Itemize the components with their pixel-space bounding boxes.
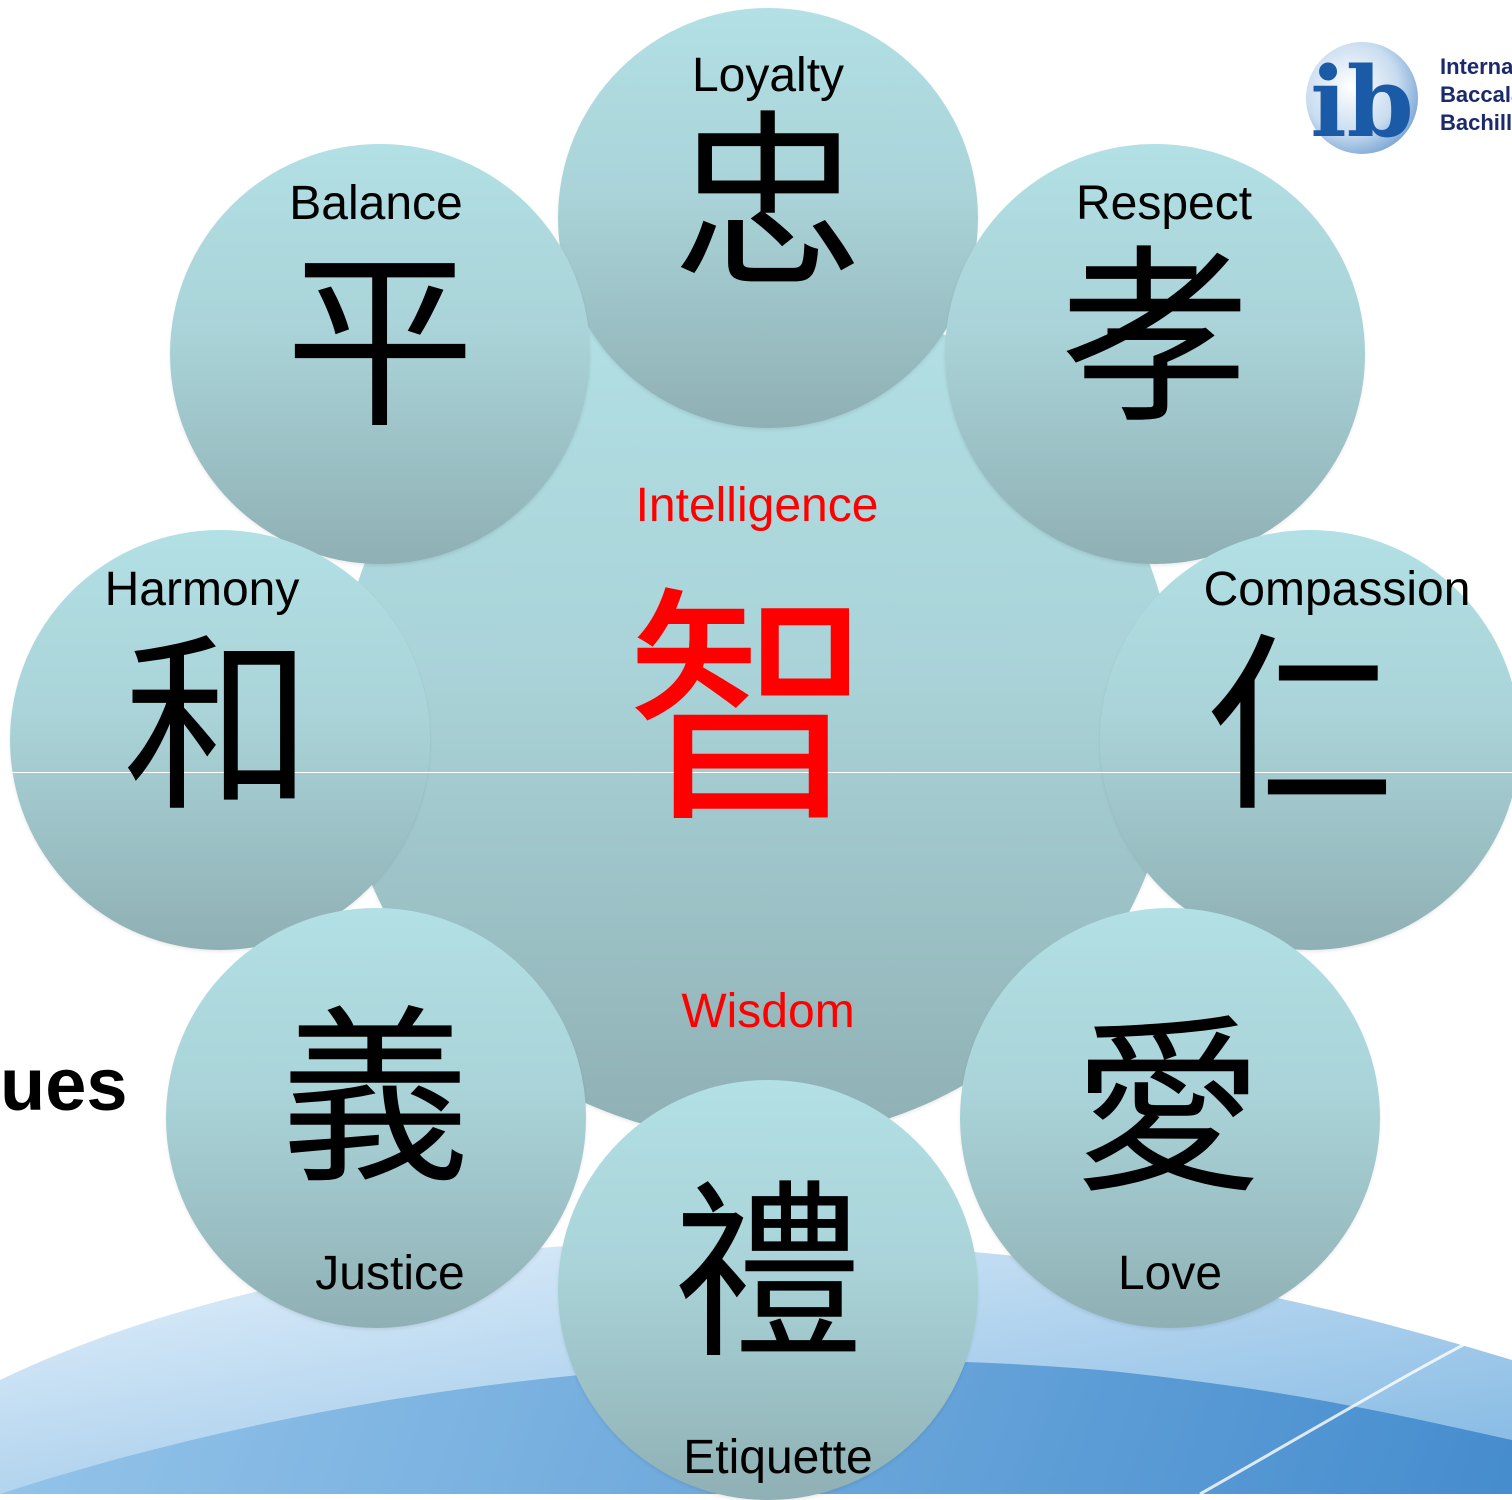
glyph-etiquette: 禮 <box>672 1164 864 1385</box>
divider-line <box>0 772 1512 773</box>
circle-loyalty <box>558 8 978 428</box>
ib-logo-mark: ib <box>1310 46 1414 159</box>
glyph-harmony: 和 <box>122 617 314 838</box>
label-balance: Balance <box>289 177 463 230</box>
logo-line-3: Bachill <box>1440 110 1512 135</box>
glyph-loyalty: 忠 <box>672 94 864 315</box>
circle-etiquette <box>558 1080 978 1500</box>
glyph-respect: 孝 <box>1059 229 1251 450</box>
glyph-balance: 平 <box>284 234 476 455</box>
glyph-compassion: 仁 <box>1204 617 1396 838</box>
ib-logo-icon: ib <box>1306 42 1418 159</box>
circle-balance <box>170 144 590 564</box>
circle-respect <box>945 144 1365 564</box>
circle-harmony <box>10 530 430 950</box>
label-etiquette: Etiquette <box>683 1431 873 1484</box>
label-love: Love <box>1117 1247 1223 1300</box>
center-top-label: Intelligence <box>635 479 879 532</box>
logo-line-2: Baccala <box>1440 82 1512 107</box>
label-harmony: Harmony <box>104 563 300 616</box>
circle-love <box>960 908 1380 1328</box>
glyph-justice: 義 <box>279 989 471 1210</box>
logo-line-1: Interna <box>1440 54 1512 79</box>
glyph-love: 愛 <box>1072 999 1264 1220</box>
label-respect: Respect <box>1075 177 1253 230</box>
label-loyalty: Loyalty <box>691 49 845 102</box>
circle-justice <box>166 908 586 1328</box>
label-compassion: Compassion <box>1203 563 1471 616</box>
center-glyph: 智 <box>625 566 875 857</box>
center-bottom-label: Wisdom <box>681 985 855 1038</box>
side-heading-fragment: ues <box>0 1043 128 1126</box>
label-justice: Justice <box>315 1247 465 1300</box>
circle-compassion <box>1100 530 1512 950</box>
